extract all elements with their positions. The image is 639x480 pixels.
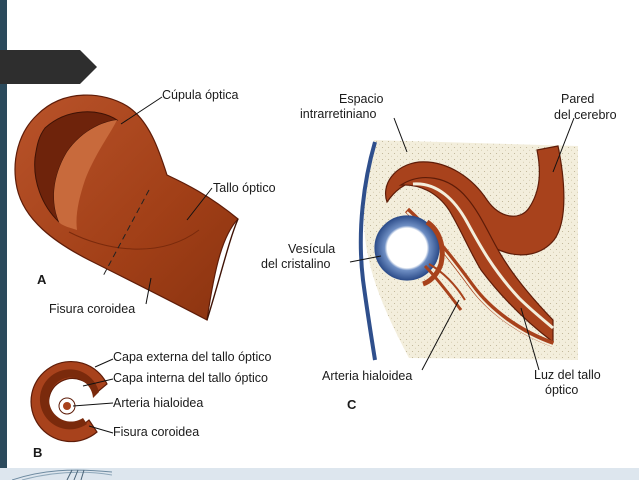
eye-development-figure: Cúpula óptica Tallo óptico A Fisura coro… [9,80,635,468]
label-pared-line2: del cerebro [554,108,617,122]
figure-drawing [14,94,578,443]
panel-letter-c: C [347,397,357,412]
label-luz-line1: Luz del tallo [534,368,601,382]
label-fisura-coroidea-a: Fisura coroidea [49,302,136,316]
panel-letter-b: B [33,445,43,460]
bottom-accent-bar [0,468,639,480]
label-espacio-line2: intrarretiniano [300,107,377,121]
label-tallo-optico: Tallo óptico [213,181,276,195]
label-capa-externa: Capa externa del tallo óptico [113,350,272,364]
optic-stalk-sagittal-drawing [358,140,578,361]
arrow-banner [0,50,97,84]
label-pared-line1: Pared [561,92,595,106]
label-vesicula-line1: Vesícula [288,242,336,256]
label-cupula-optica: Cúpula óptica [162,88,239,102]
label-capa-interna: Capa interna del tallo óptico [113,371,268,385]
bottom-ribbon-decoration [12,469,112,480]
label-arteria-hialoidea-c: Arteria hialoidea [322,369,413,383]
label-fisura-coroidea-b: Fisura coroidea [113,425,200,439]
label-luz-line2: óptico [545,383,579,397]
optic-stalk-cross-section [30,361,108,443]
panel-letter-a: A [37,272,47,287]
optic-cup-drawing [14,94,239,321]
label-vesicula-line2: del cristalino [261,257,331,271]
label-espacio-line1: Espacio [339,92,384,106]
label-arteria-hialoidea-b: Arteria hialoidea [113,396,204,410]
left-accent-bar [0,0,7,480]
